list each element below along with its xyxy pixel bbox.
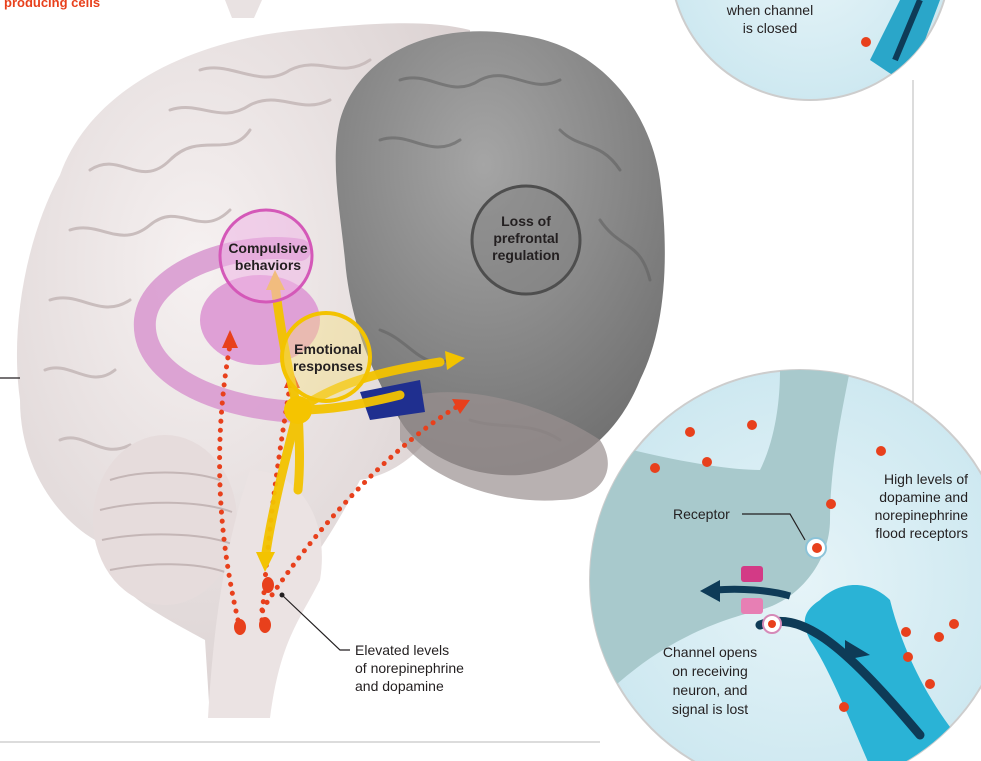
compulsive-label: Compulsive behaviors — [220, 240, 316, 274]
elevated-label: Elevated levels of norepinephrine and do… — [355, 641, 515, 695]
yellow-hub — [284, 396, 312, 424]
elevated-line-1: Elevated levels — [355, 641, 515, 659]
channel-opens-line-3: neuron, and — [650, 681, 770, 700]
channel-top — [741, 566, 763, 582]
channel-opens-label: Channel opens on receiving neuron, and s… — [650, 643, 770, 719]
emotional-line-2: responses — [280, 358, 376, 375]
emotional-line-1: Emotional — [280, 341, 376, 358]
cerebellum — [93, 435, 237, 605]
elevated-line-2: of norepinephrine — [355, 659, 515, 677]
receptor-label: Receptor — [673, 505, 730, 523]
compulsive-line-1: Compulsive — [220, 240, 316, 257]
high-levels-line-1: High levels of — [818, 470, 968, 488]
prefrontal-line-1: Loss of — [476, 213, 576, 230]
bottom-inset — [560, 370, 981, 761]
compulsive-line-2: behaviors — [220, 257, 316, 274]
elevated-leader-dot — [280, 593, 285, 598]
top-pillar-shape — [225, 0, 262, 18]
channel-bottom — [741, 598, 763, 614]
high-levels-line-3: norepinephrine — [818, 506, 968, 524]
high-levels-line-2: dopamine and — [818, 488, 968, 506]
top-inset-label: when channel is closed — [690, 1, 850, 37]
top-inset-line-2: is closed — [690, 19, 850, 37]
prefrontal-line-2: prefrontal — [476, 230, 576, 247]
prefrontal-label: Loss of prefrontal regulation — [476, 213, 576, 264]
channel-opens-line-2: on receiving — [650, 662, 770, 681]
elevated-line-3: and dopamine — [355, 677, 515, 695]
channel-opens-line-1: Channel opens — [650, 643, 770, 662]
high-levels-label: High levels of dopamine and norepinephri… — [818, 470, 968, 542]
prefrontal-line-3: regulation — [476, 247, 576, 264]
top-inset-line-1: when channel — [690, 1, 850, 19]
channel-opens-line-4: signal is lost — [650, 700, 770, 719]
high-levels-line-4: flood receptors — [818, 524, 968, 542]
top-left-caption: producing cells — [4, 0, 100, 12]
emotional-label: Emotional responses — [280, 341, 376, 375]
